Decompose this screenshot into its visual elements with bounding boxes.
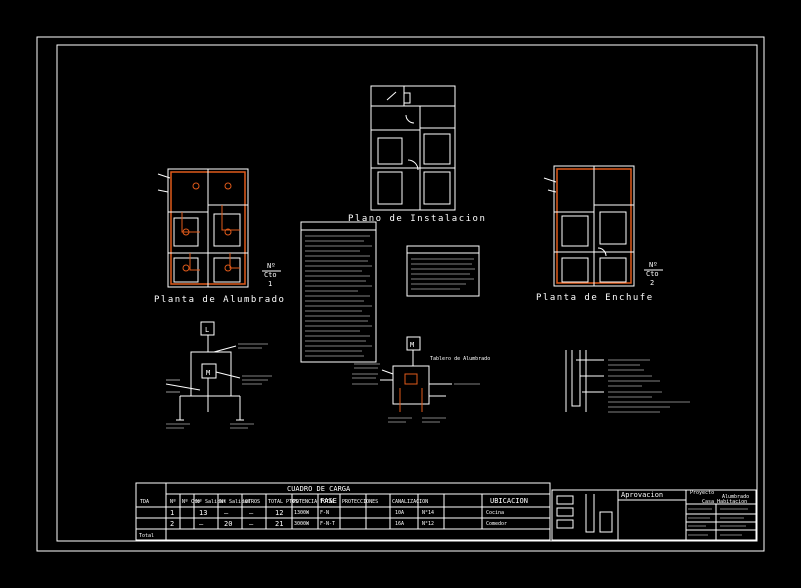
svg-text:12: 12 xyxy=(275,509,283,517)
cuadro-hdr-prot: PROTECCIONES xyxy=(342,499,378,505)
inner-frame xyxy=(56,44,758,542)
sheet-2-num: 2 xyxy=(650,279,654,287)
cuadro-hdr-cto: Nº Cto xyxy=(182,499,200,505)
titleblock-proyecto-name: Alumbrado xyxy=(722,494,749,500)
sheet-2-cto: Cto xyxy=(646,270,659,278)
svg-text:20: 20 xyxy=(224,520,232,528)
svg-text:3000W: 3000W xyxy=(294,521,310,527)
titleblock-proyecto: Proyecto xyxy=(690,490,714,496)
plan-instalacion-title: Plano de Instalacion xyxy=(348,214,486,224)
plan-enchufe xyxy=(543,165,635,287)
svg-text:F-N: F-N xyxy=(320,510,329,516)
cuadro-hdr-pot: POTENCIA TOTAL xyxy=(293,499,335,505)
sheet-2-no: Nº xyxy=(649,261,657,269)
cuadro-hdr-ubic: UBICACION xyxy=(490,497,528,505)
svg-text:1: 1 xyxy=(170,509,174,517)
svg-text:Cocina: Cocina xyxy=(486,510,504,516)
cuadro-hdr-fase: FASE xyxy=(320,497,337,505)
acometida-m-label: M xyxy=(206,369,210,377)
plan-instalacion xyxy=(370,85,456,211)
svg-text:13: 13 xyxy=(199,509,207,517)
cuadro-row-1: 1 13 — — 12 1300W F-N 10A N°14 Cocina xyxy=(170,509,504,517)
plan-enchufe-title: Planta de Enchufe xyxy=(536,293,654,303)
acometida-notes xyxy=(166,343,272,429)
plan-alumbrado xyxy=(157,168,249,288)
outer-frame xyxy=(36,36,765,552)
titleblock-subtitle: Casa Habitacion xyxy=(702,499,747,505)
cuadro-title: CUADRO DE CARGA xyxy=(287,485,351,493)
cuadro-de-carga xyxy=(135,482,551,541)
duct-notes xyxy=(608,359,690,413)
svg-text:—: — xyxy=(249,520,254,528)
acometida-diagram xyxy=(165,321,244,421)
svg-text:—: — xyxy=(199,520,204,528)
titleblock-aprobacion: Aprovacion xyxy=(621,491,663,499)
plan-alumbrado-title: Planta de Alumbrado xyxy=(154,295,285,305)
cuadro-hdr-otros: OTROS xyxy=(245,499,260,505)
svg-text:10A: 10A xyxy=(395,510,404,516)
cuadro-hdr-sal2: Nº Salidas xyxy=(220,499,250,505)
tablero-diagram xyxy=(380,336,452,412)
svg-text:21: 21 xyxy=(275,520,283,528)
cuadro-row-2: 2 — 20 — 21 3000W F-N-T 16A N°12 Comedor xyxy=(170,520,507,528)
title-block xyxy=(551,489,757,541)
svg-text:F-N-T: F-N-T xyxy=(320,521,335,527)
cuadro-hdr-sal1: Nº Salidas xyxy=(196,499,226,505)
cuadro-hdr-ptos: TOTAL PTOS xyxy=(268,499,298,505)
acometida-l-label: L xyxy=(205,326,209,334)
titleblock-fields xyxy=(688,508,748,536)
tablero-title: Tablero de Alumbrado xyxy=(430,356,490,362)
duct-detail xyxy=(565,350,604,412)
cuadro-hdr-canal: CANALIZACION xyxy=(392,499,428,505)
svg-text:16A: 16A xyxy=(395,521,404,527)
svg-text:—: — xyxy=(224,509,229,517)
svg-text:N°12: N°12 xyxy=(422,521,434,527)
svg-text:1300W: 1300W xyxy=(294,510,310,516)
cuadro-total-label: Total xyxy=(139,533,154,539)
sheet-1-num: 1 xyxy=(268,280,272,288)
svg-text:2: 2 xyxy=(170,520,174,528)
sheet-1-cto: Cto xyxy=(264,271,277,279)
tablero-notes xyxy=(352,363,480,423)
svg-text:—: — xyxy=(249,509,254,517)
specifications-box xyxy=(300,221,377,363)
sheet-1-no: Nº xyxy=(267,262,275,270)
notes-box xyxy=(406,245,480,297)
svg-text:Comedor: Comedor xyxy=(486,521,507,527)
cuadro-hdr-tda: TDA xyxy=(140,499,149,505)
tablero-meter-label: M xyxy=(410,341,414,349)
svg-text:N°14: N°14 xyxy=(422,510,434,516)
cuadro-hdr-no: Nº xyxy=(170,499,176,505)
